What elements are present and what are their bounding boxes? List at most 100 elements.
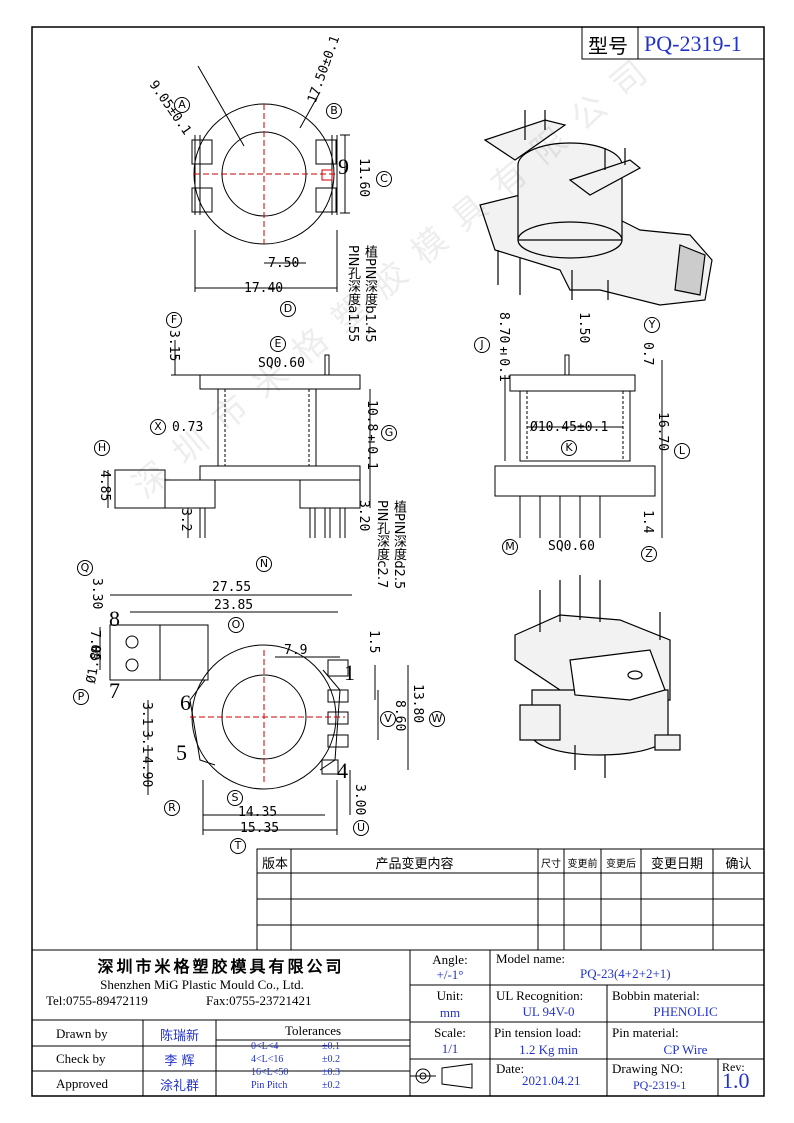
marker-k: K [561, 440, 577, 456]
marker-w: W [429, 711, 445, 727]
marker-q: Q [77, 560, 93, 576]
company-name-en: Shenzhen MiG Plastic Mould Co., Ltd. [100, 977, 304, 992]
marker-h: H [94, 440, 110, 456]
rev-col-before: 变更前 [567, 859, 598, 870]
dim-14-35: 14.35 [238, 805, 278, 820]
rev-col-after: 变更后 [606, 859, 636, 870]
model-name-value: PQ-23(4+2+2+1) [580, 966, 671, 981]
date-value: 2021.04.21 [522, 1073, 581, 1088]
dim-3-1a: 3.1 [139, 702, 154, 726]
marker-f: F [166, 312, 182, 328]
dim-16-70: 16.70 [655, 412, 670, 452]
pin-material-label: Pin material: [612, 1025, 679, 1040]
model-label: 型号 [588, 34, 628, 58]
drawn-by-label: Drawn by [56, 1026, 108, 1041]
pin-depth-c: PIN孔深度c2.7 [374, 500, 389, 589]
dim-3-30: 3.30 [89, 578, 104, 610]
tension-value: 1.2 Kg min [519, 1042, 578, 1057]
dim-0-73: 0.73 [172, 420, 204, 435]
iso-view-bottom [514, 575, 681, 778]
marker-p: P [73, 689, 89, 705]
drawing-no-value: PQ-2319-1 [633, 1078, 687, 1092]
model-number: PQ-2319-1 [644, 31, 742, 56]
model-name-label: Model name: [496, 951, 565, 966]
marker-z: Z [641, 546, 657, 562]
rev-label: Rev: [722, 1060, 745, 1074]
tolerances-label: Tolerances [284, 1023, 342, 1038]
marker-j: J [474, 337, 490, 353]
marker-u: U [353, 820, 369, 836]
unit-value: mm [439, 1005, 461, 1020]
iso-view-top [479, 110, 713, 306]
pin-6-label: 6 [180, 690, 191, 715]
dim-15-35: 15.35 [240, 821, 280, 836]
dim-4-90: 4.90 [139, 756, 154, 788]
marker-s: S [227, 790, 243, 806]
bobbin-value: PHENOLIC [653, 1004, 718, 1019]
marker-c: C [376, 171, 392, 187]
dim-13-80: 13.80 [410, 684, 425, 724]
date-label: Date: [496, 1061, 525, 1076]
tension-label: Pin tension load: [494, 1025, 582, 1040]
angle-value: +/-1° [436, 967, 464, 982]
marker-d: D [280, 301, 296, 317]
marker-a: A [174, 97, 190, 113]
scale-value: 1/1 [441, 1041, 459, 1056]
front-view [107, 340, 371, 538]
dim-17-40: 17.40 [244, 281, 284, 296]
dim-1-4: 1.4 [640, 510, 655, 534]
rev-col-content: 产品变更内容 [375, 857, 454, 872]
pin-depth-d: 植PIN深度d2.5 [391, 500, 406, 590]
dim-7-9: 7.9 [284, 643, 308, 658]
side-view [494, 354, 663, 538]
marker-v: V [380, 711, 396, 727]
tol-value-2: ±0.3 [322, 1067, 340, 1078]
dim-8-60: 8.60 [392, 700, 407, 732]
dim-3-00: 3.00 [352, 784, 367, 816]
marker-m: M [502, 539, 518, 555]
rev-value: 1.0 [722, 1068, 750, 1093]
bobbin-label: Bobbin material: [612, 988, 700, 1003]
company-fax: Fax:0755-23721421 [206, 993, 312, 1008]
pin-7-label: 7 [109, 678, 120, 703]
marker-o: O [228, 617, 244, 633]
dim-3-2: 3.2 [178, 508, 193, 532]
marker-r: R [164, 800, 180, 816]
ul-value: UL 94V-0 [522, 1004, 575, 1019]
dim-3-1b: 3.1 [139, 730, 154, 754]
check-by-value: 李 辉 [164, 1054, 195, 1069]
pin-depth-b: 植PIN深度b1.45 [362, 245, 377, 343]
tol-range-0: 0<L<4 [251, 1041, 279, 1052]
rev-col-dimension: 尺寸 [541, 859, 561, 870]
approved-label: Approved [56, 1076, 108, 1091]
tol-range-1: 4<L<16 [251, 1054, 284, 1065]
tol-value-3: ±0.2 [322, 1080, 340, 1091]
tol-value-0: ±0.1 [322, 1041, 340, 1052]
unit-label: Unit: [436, 988, 464, 1003]
marker-y: Y [644, 317, 660, 333]
pin-material-value: CP Wire [663, 1042, 708, 1057]
dim-1-50: 1.50 [576, 312, 591, 344]
marker-t: T [230, 838, 246, 854]
pin-4-label: 4 [337, 758, 348, 783]
company-name-cn: 深圳市米格塑胶模具有限公司 [97, 957, 345, 976]
dim-3-20: 3.20 [356, 500, 371, 532]
drawing-no-label: Drawing NO: [612, 1061, 684, 1076]
dim-10-8: 10.8±0.1 [364, 400, 379, 470]
marker-b: B [326, 103, 342, 119]
dim-7-50: 7.50 [268, 256, 300, 271]
sq-bottom: SQ0.60 [548, 539, 595, 554]
sheet-border [31, 26, 765, 1097]
dim-11-60: 11.60 [356, 158, 371, 198]
rev-col-confirm: 确认 [725, 857, 752, 872]
dim-phi-10-45: Ø10.45±0.1 [530, 420, 609, 435]
drawn-by-value: 陈瑞新 [159, 1029, 199, 1044]
pin-9-label: 9 [338, 154, 349, 179]
marker-g: G [381, 425, 397, 441]
marker-x: X [150, 419, 166, 435]
scale-label: Scale: [434, 1025, 466, 1040]
ul-label: UL Recognition: [496, 988, 584, 1003]
dim-23-85: 23.85 [214, 598, 254, 613]
